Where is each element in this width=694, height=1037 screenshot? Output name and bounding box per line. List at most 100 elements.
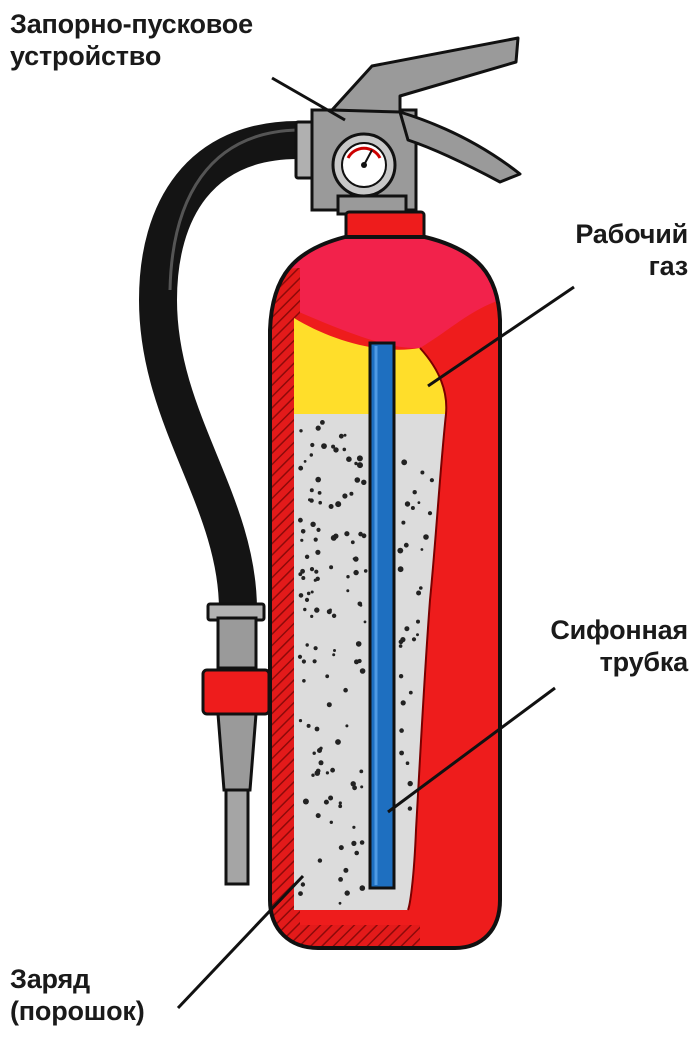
powder-dot (357, 462, 363, 468)
powder-dot (355, 477, 361, 483)
powder-dot (315, 550, 320, 555)
powder-dot (311, 774, 314, 777)
powder-dot (342, 493, 347, 498)
powder-dot (305, 598, 309, 602)
powder-dot (313, 752, 316, 755)
leader-valve (272, 78, 345, 120)
powder-dot (310, 522, 315, 527)
powder-dot (318, 501, 322, 505)
powder-dot (430, 478, 434, 482)
powder-dot (346, 575, 349, 578)
powder-dot (332, 614, 336, 618)
powder-dot (308, 498, 311, 501)
powder-dot (333, 447, 338, 452)
leader-charge (178, 876, 303, 1008)
powder-dot (361, 480, 366, 485)
powder-dot (408, 781, 413, 786)
powder-dot (298, 572, 302, 576)
powder-dot (357, 455, 363, 461)
powder-dot (360, 840, 365, 845)
powder-dot (399, 751, 404, 756)
powder-dot (413, 490, 417, 494)
powder-dot (416, 591, 421, 596)
powder-dot (315, 727, 320, 732)
powder-dot (329, 609, 332, 612)
powder-dot (314, 538, 318, 542)
powder-dot (351, 781, 356, 786)
powder-dot (421, 548, 424, 551)
powder-dot (302, 679, 306, 683)
powder-dot (320, 420, 325, 425)
powder-dot (353, 570, 358, 575)
powder-dot (310, 488, 314, 492)
powder-dot (412, 637, 416, 641)
powder-dot (314, 646, 318, 650)
powder-dot (416, 620, 420, 624)
powder-dot (316, 577, 320, 581)
powder-dot (333, 649, 336, 652)
powder-dot (310, 567, 314, 571)
powder-dot (399, 640, 404, 645)
powder-dot (408, 806, 412, 810)
powder-dot (354, 851, 359, 856)
powder-dot (332, 537, 335, 540)
powder-dot (345, 890, 350, 895)
powder-dot (349, 492, 353, 496)
powder-dot (351, 540, 355, 544)
powder-dot (362, 533, 367, 538)
powder-dot (310, 453, 313, 456)
powder-dot (404, 543, 409, 548)
powder-dot (338, 877, 343, 882)
powder-dot (354, 659, 359, 664)
powder-dot (303, 799, 309, 805)
powder-dot (404, 626, 409, 631)
powder-dot (306, 643, 309, 646)
powder-dot (335, 501, 341, 507)
powder-dot (329, 504, 334, 509)
powder-dot (330, 768, 335, 773)
powder-dot (418, 501, 421, 504)
nozzle (203, 604, 269, 884)
powder-dot (354, 462, 357, 465)
powder-dot (299, 593, 304, 598)
powder-dot (299, 429, 302, 432)
powder-dot (346, 456, 352, 462)
label-gas: Рабочий газ (575, 218, 688, 282)
powder-dot (344, 434, 347, 437)
powder-dot (307, 592, 311, 596)
powder-dot (345, 724, 348, 727)
powder-dot (310, 443, 314, 447)
label-charge: Заряд (порошок) (10, 963, 144, 1027)
powder-dot (353, 557, 356, 560)
powder-dot (419, 586, 423, 590)
powder-dot (314, 607, 319, 612)
powder-dot (301, 529, 306, 534)
powder-dot (302, 659, 306, 663)
powder-dot (360, 668, 366, 674)
powder-dot (307, 724, 311, 728)
powder-dot (343, 448, 347, 452)
powder-dot (364, 621, 367, 624)
powder-dot (416, 633, 419, 636)
powder-dot (316, 769, 321, 774)
powder-dot (399, 644, 403, 648)
powder-dot (359, 770, 363, 774)
powder-dot (352, 826, 355, 829)
powder-dot (398, 566, 404, 572)
powder-dot (359, 604, 362, 607)
powder-dot (401, 700, 406, 705)
powder-dot (339, 845, 344, 850)
powder-dot (316, 426, 321, 431)
powder-dot (317, 748, 322, 753)
powder-dot (300, 539, 303, 542)
powder-dot (399, 674, 403, 678)
powder-dot (332, 653, 335, 656)
powder-dot (330, 821, 333, 824)
powder-dot (428, 511, 432, 515)
powder-dot (310, 615, 313, 618)
label-siphon: Сифонная трубка (550, 614, 688, 678)
powder-dot (316, 813, 321, 818)
powder-dot (299, 719, 302, 722)
